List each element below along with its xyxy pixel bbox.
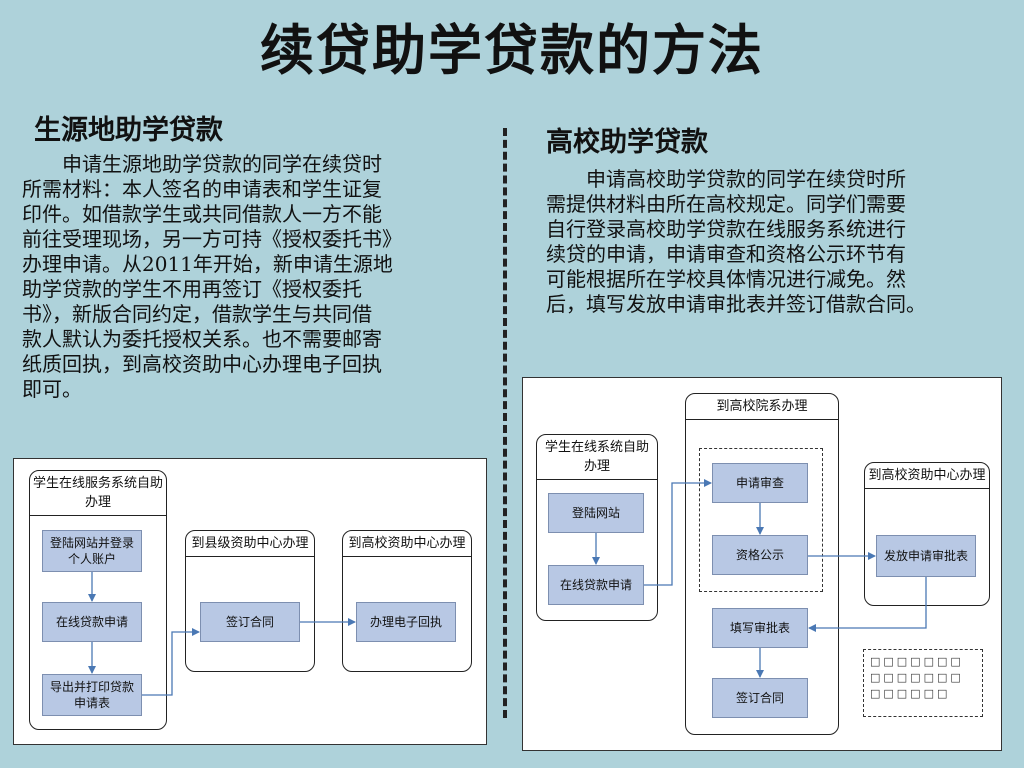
right-lane-department-title: 到高校院系办理 [686,394,838,420]
flow-node-fill-form: 填写审批表 [712,608,808,648]
right-lane-funding-center: 到高校资助中心办理 [864,462,990,606]
left-text-line: 办理申请。从2011年开始，新申请生源地 [22,252,393,276]
placeholder-text-box: □□□□□□□ □□□□□□□ □□□□□□ [863,649,983,717]
flow-node-publicity: 资格公示 [712,535,808,575]
arrow-right-7-5 [808,577,927,632]
left-text-line: 前往受理现场，另一方可持《授权委托书》 [22,227,402,251]
page-title: 续贷助学贷款的方法 [260,18,764,82]
right-text-line: 可能根据所在学校具体情况进行减免。然 [546,267,906,291]
left-text-line: 纸质回执，到高校资助中心办理电子回执 [22,352,382,376]
right-lane-online-title: 学生在线系统自助办理 [537,435,657,480]
right-section-heading: 高校助学贷款 [546,127,708,158]
flow-node-login-account: 登陆网站并登录个人账户 [42,530,142,572]
flow-node-sign-contract-2: 签订合同 [712,678,808,718]
left-section-text: 申请生源地助学贷款的同学在续贷时 所需材料：本人签名的申请表和学生证复 印件。如… [22,152,502,402]
flow-node-print-form: 导出并打印贷款申请表 [42,674,142,716]
left-text-line: 助学贷款的学生不用再签订《授权委托 [22,277,362,301]
right-text-line: 申请高校助学贷款的同学在续贷时所 [546,167,906,191]
left-text-line: 款人默认为委托授权关系。也不需要邮寄 [22,327,382,351]
left-text-line: 即可。 [22,377,82,401]
left-text-line: 申请生源地助学贷款的同学在续贷时 [22,152,382,176]
left-lane-university-title: 到高校资助中心办理 [343,531,471,557]
left-text-line: 书》，新版合同约定，借款学生与共同借 [22,302,372,326]
section-divider [503,128,507,718]
flow-node-online-apply: 在线贷款申请 [42,602,142,642]
optional-steps-dashed-group [699,448,823,592]
left-section-heading: 生源地助学贷款 [34,115,223,146]
right-section-text: 申请高校助学贷款的同学在续贷时所 需提供材料由所在高校规定。同学们需要 自行登录… [546,167,1020,317]
arrow-right-2-3 [644,479,712,586]
left-lane-county-title: 到县级资助中心办理 [186,531,314,557]
arrow-left-3-4 [142,628,200,696]
right-lane-funding-title: 到高校资助中心办理 [865,463,989,489]
flow-node-login-site: 登陆网站 [548,493,644,533]
left-text-line: 所需材料：本人签名的申请表和学生证复 [22,177,382,201]
flow-node-review: 申请审查 [712,463,808,503]
left-lane-county-center: 到县级资助中心办理 [185,530,315,672]
right-text-line: 需提供材料由所在高校规定。同学们需要 [546,192,906,216]
right-text-line: 续贷的申请，申请审查和资格公示环节有 [546,242,906,266]
left-lane-university-center: 到高校资助中心办理 [342,530,472,672]
right-text-line: 后，填写发放申请审批表并签订借款合同。 [546,292,926,316]
flow-node-online-apply-2: 在线贷款申请 [548,565,644,605]
right-text-line: 自行登录高校助学贷款在线服务系统进行 [546,217,906,241]
left-text-line: 印件。如借款学生或共同借款人一方不能 [22,202,382,226]
flow-node-issue-form: 发放申请审批表 [876,535,976,577]
flow-node-sign-contract: 签订合同 [200,602,300,642]
flow-node-e-receipt: 办理电子回执 [356,602,456,642]
left-lane-online-title: 学生在线服务系统自助办理 [30,471,166,516]
